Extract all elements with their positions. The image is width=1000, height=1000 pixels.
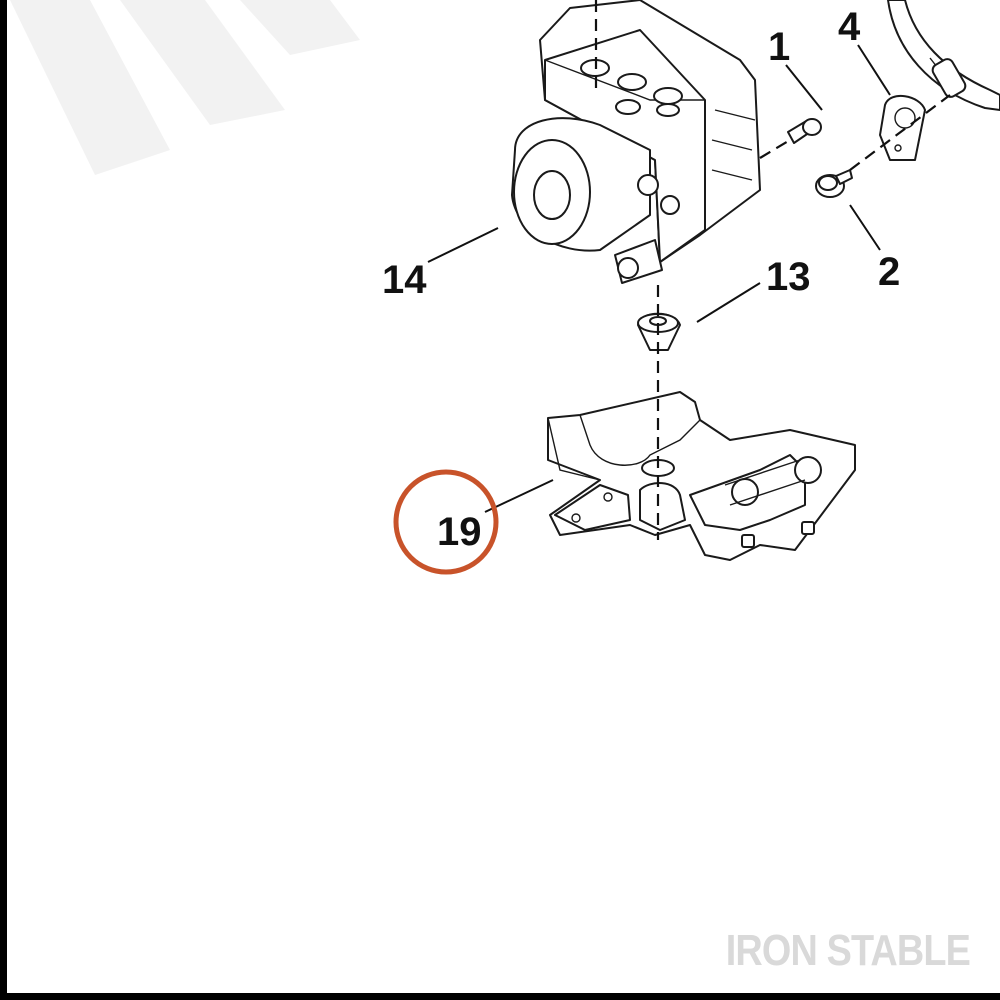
- mounting-bracket: [547, 391, 856, 561]
- callout-numbers: 1 4 14 13 2 19: [382, 5, 900, 554]
- flange-bolt: [815, 169, 853, 198]
- callout-4: 4: [838, 5, 861, 49]
- callout-13: 13: [766, 255, 811, 299]
- clamp: [879, 95, 926, 161]
- abs-module: [511, 0, 761, 284]
- background-stripes: [10, 0, 360, 175]
- brake-line: [887, 0, 1000, 111]
- callout-19: 19: [437, 510, 482, 554]
- assembly-axes: [594, 0, 951, 540]
- leader-lines: [427, 44, 891, 513]
- callout-2: 2: [878, 250, 900, 294]
- callout-14: 14: [382, 258, 427, 302]
- watermark-text: IRON STABLE: [725, 926, 971, 975]
- highlight-circle: [393, 469, 499, 575]
- screw: [787, 118, 822, 144]
- callout-1: 1: [768, 25, 790, 69]
